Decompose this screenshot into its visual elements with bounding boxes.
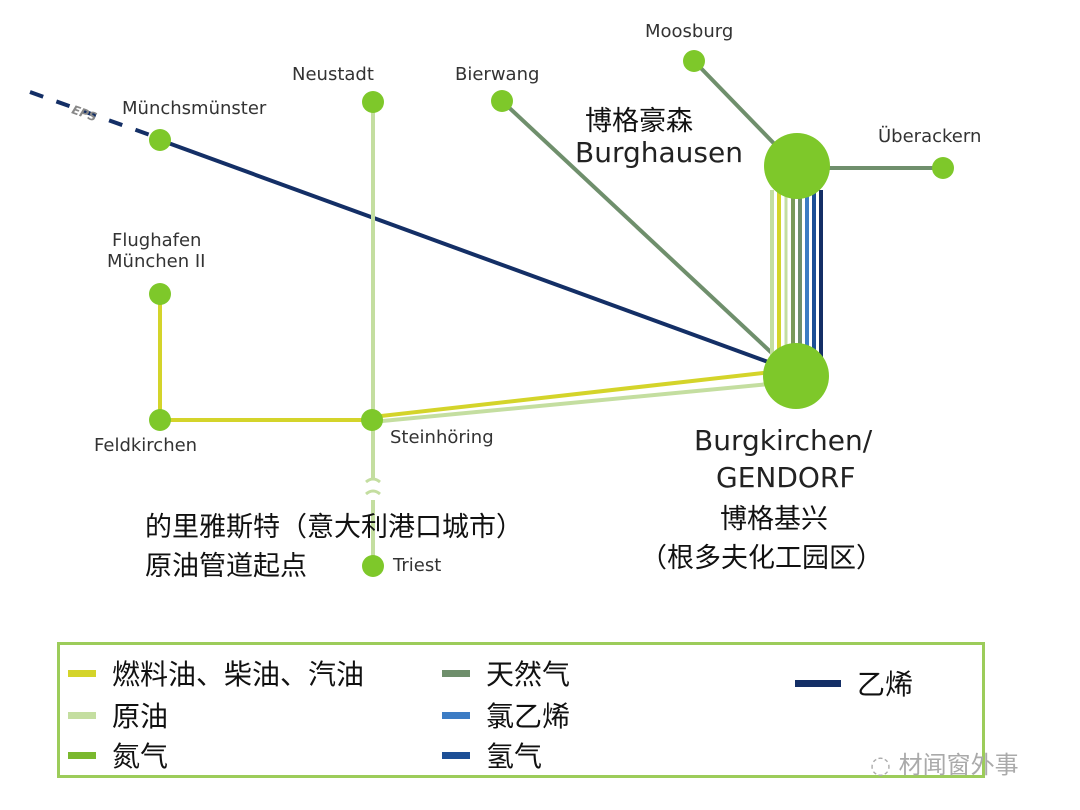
label-ueberackern: Überackern bbox=[878, 126, 982, 147]
trieste-note-2: 原油管道起点 bbox=[145, 551, 307, 582]
legend-swatch bbox=[442, 751, 470, 759]
node-feldkirchen bbox=[149, 409, 171, 431]
legend-item-nitrogen: 氮气 bbox=[68, 735, 168, 775]
burgkirchen-de2: GENDORF bbox=[716, 461, 856, 494]
legend-label: 氢气 bbox=[486, 740, 543, 773]
legend-label: 乙烯 bbox=[857, 668, 914, 701]
burgkirchen-de1: Burgkirchen/ bbox=[694, 424, 873, 457]
node-burghausen bbox=[764, 133, 830, 199]
watermark: ◌ 材闻窗外事 bbox=[870, 745, 1019, 780]
legend-swatch bbox=[68, 711, 96, 719]
legend-label: 氮气 bbox=[112, 740, 169, 773]
fuel-line-flughafen bbox=[158, 294, 372, 422]
node-moosburg bbox=[683, 50, 705, 72]
legend-item-natural-gas: 天然气 bbox=[442, 653, 570, 693]
node-triest bbox=[362, 555, 384, 577]
node-ueberackern bbox=[932, 157, 954, 179]
node-neustadt bbox=[362, 91, 384, 113]
legend-label: 燃料油、柴油、汽油 bbox=[112, 658, 365, 691]
legend-swatch bbox=[795, 679, 841, 687]
burgkirchen-cn2: （根多夫化工园区） bbox=[640, 543, 883, 574]
node-flughafen bbox=[149, 283, 171, 305]
legend-swatch bbox=[442, 711, 470, 719]
legend-swatch bbox=[68, 669, 96, 677]
wechat-icon: ◌ bbox=[870, 751, 899, 779]
node-muenchsmuenster bbox=[149, 129, 171, 151]
pipeline-bundle bbox=[770, 190, 823, 360]
label-muenchsmuenster: Münchsmünster bbox=[122, 98, 267, 119]
eps-dashed-line bbox=[29, 90, 151, 137]
legend: 燃料油、柴油、汽油 原油 氮气 天然气 氯乙烯 氢气 乙烯 bbox=[57, 642, 985, 778]
burghausen-cn: 博格豪森 bbox=[585, 106, 693, 137]
legend-item-hydrogen: 氢气 bbox=[442, 735, 542, 775]
legend-label: 天然气 bbox=[486, 658, 571, 691]
legend-label: 原油 bbox=[112, 700, 169, 733]
trieste-note-1: 的里雅斯特（意大利港口城市） bbox=[145, 512, 523, 543]
line-break-mark bbox=[365, 477, 381, 496]
burgkirchen-cn1: 博格基兴 bbox=[720, 504, 828, 535]
burghausen-de: Burghausen bbox=[575, 136, 743, 169]
label-neustadt: Neustadt bbox=[292, 64, 374, 85]
gas-line-bierwang bbox=[500, 99, 792, 372]
fuel-line-steinhoering bbox=[371, 368, 791, 419]
ethylene-line bbox=[159, 138, 791, 372]
legend-label: 氯乙烯 bbox=[486, 700, 571, 733]
label-moosburg: Moosburg bbox=[645, 21, 734, 42]
watermark-text: 材闻窗外事 bbox=[898, 751, 1019, 779]
legend-item-crude: 原油 bbox=[68, 695, 168, 735]
crude-line-steinhoering bbox=[371, 380, 791, 424]
label-triest: Triest bbox=[393, 555, 442, 576]
node-burgkirchen bbox=[763, 343, 829, 409]
label-feldkirchen: Feldkirchen bbox=[94, 435, 198, 456]
legend-swatch bbox=[68, 751, 96, 759]
label-flughafen-1: Flughafen bbox=[112, 230, 202, 251]
node-steinhoering bbox=[361, 409, 383, 431]
node-bierwang bbox=[491, 90, 513, 112]
legend-swatch bbox=[442, 669, 470, 677]
label-bierwang: Bierwang bbox=[455, 64, 540, 85]
legend-item-vinyl-chloride: 氯乙烯 bbox=[442, 695, 570, 735]
legend-item-fuel: 燃料油、柴油、汽油 bbox=[68, 653, 364, 693]
label-flughafen-2: München II bbox=[107, 251, 206, 272]
legend-item-ethylene: 乙烯 bbox=[795, 663, 913, 703]
eps-label: EPS bbox=[70, 103, 99, 125]
label-steinhoering: Steinhöring bbox=[390, 427, 494, 448]
